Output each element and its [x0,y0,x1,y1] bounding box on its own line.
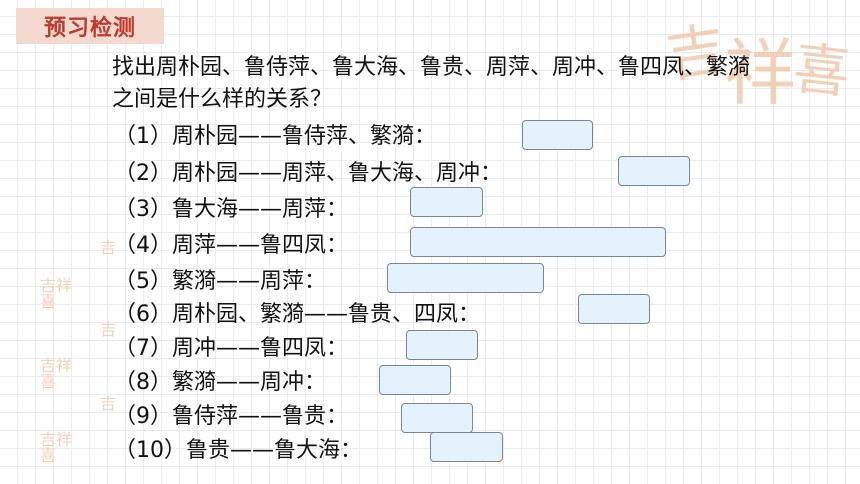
seal-char: 喜 [790,36,853,107]
small-seal-icon: 吉 [100,394,117,413]
relation-item: （3）鲁大海——周萍： [114,197,348,222]
small-seal-icon: 吉祥喜 [40,276,73,311]
section-title: 预习检测 [16,8,164,44]
relation-item: （5）繁漪——周萍： [114,269,326,294]
answer-box[interactable] [522,120,593,150]
relation-item: （2）周朴园——周萍、鲁大海、周冲： [114,161,502,186]
relation-item: （10）鲁贵——鲁大海： [114,438,362,463]
answer-box[interactable] [410,227,666,257]
relation-item: （7）周冲——鲁四凤： [114,336,348,361]
relation-item: （6）周朴园、繁漪——鲁贵、四凤： [114,302,480,327]
answer-box[interactable] [387,263,544,293]
small-seal-icon: 吉 [100,320,117,339]
decorative-seal: 吉 祥 喜 [662,6,860,134]
answer-box[interactable] [410,187,483,217]
answer-box[interactable] [618,156,690,186]
answer-box[interactable] [406,330,478,360]
small-seal-icon: 吉祥喜 [40,356,73,391]
answer-box[interactable] [430,432,503,462]
relation-item: （9）鲁侍萍——鲁贵： [114,404,348,429]
question-text: 找出周朴园、鲁侍萍、鲁大海、鲁贵、周萍、周冲、鲁四凤、繁漪之间是什么样的关系？ [112,55,751,112]
small-seal-icon: 吉祥喜 [40,430,73,465]
small-seal-icon: 吉 [100,238,117,257]
seal-char: 祥 [724,31,797,115]
answer-box[interactable] [379,365,451,395]
relation-item: （1）周朴园——鲁侍萍、繁漪： [114,124,436,149]
relation-item: （4）周萍——鲁四凤： [114,233,348,258]
relation-item: （8）繁漪——周冲： [114,370,326,395]
answer-box[interactable] [401,403,473,433]
answer-box[interactable] [578,294,650,324]
